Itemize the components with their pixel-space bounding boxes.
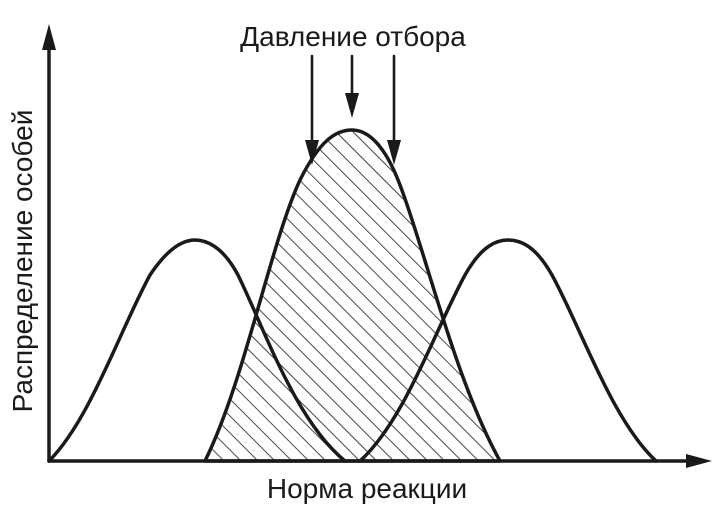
- selection-arrows: [305, 54, 401, 165]
- selection-arrowhead-left: [305, 140, 319, 165]
- x-axis-arrowhead: [686, 454, 712, 468]
- x-axis-label: Норма реакции: [267, 473, 467, 504]
- right-distribution-curve: [358, 238, 658, 463]
- selection-arrowhead-center: [345, 93, 359, 118]
- diagram-title: Давление отбора: [240, 21, 466, 52]
- selection-arrowhead-right: [387, 140, 401, 165]
- center-distribution-curve: [203, 128, 502, 463]
- y-axis-label: Распределение особей: [7, 110, 38, 413]
- y-axis-arrowhead: [42, 24, 56, 50]
- left-distribution-curve: [47, 238, 347, 463]
